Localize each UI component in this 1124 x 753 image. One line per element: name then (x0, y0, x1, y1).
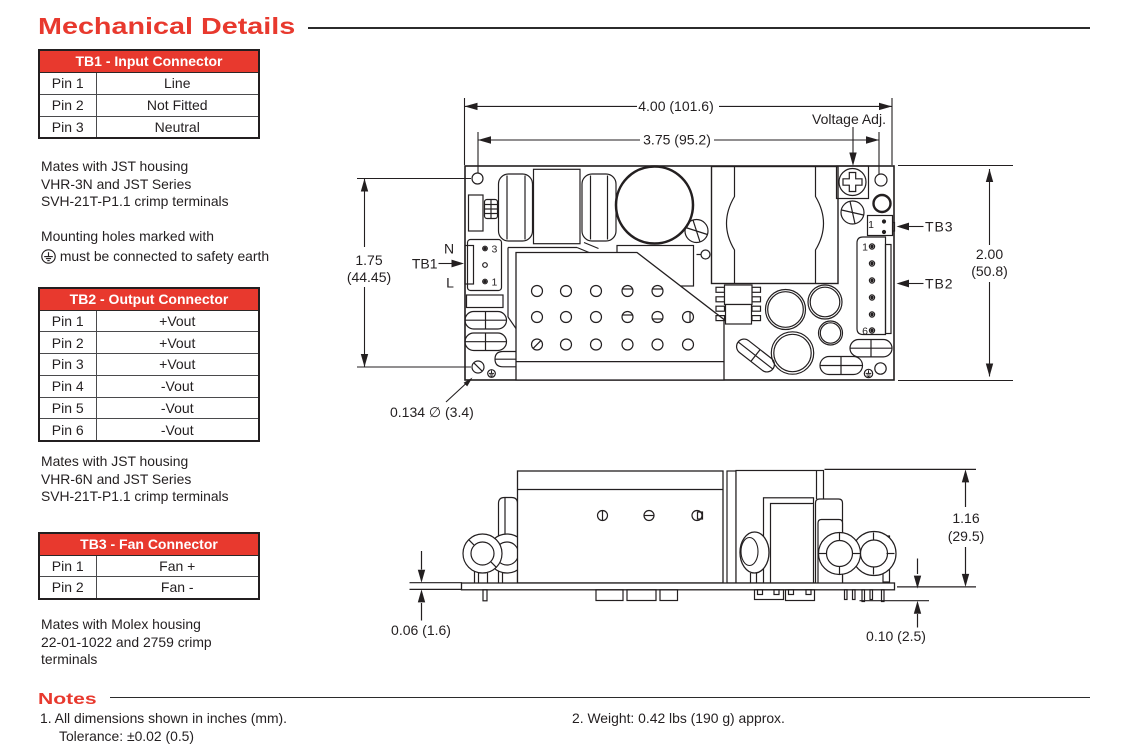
svg-text:(29.5): (29.5) (948, 528, 985, 544)
svg-text:1: 1 (492, 276, 498, 288)
svg-text:6: 6 (862, 326, 868, 338)
svg-text:L: L (446, 274, 454, 290)
svg-text:1: 1 (868, 219, 874, 231)
svg-text:3: 3 (492, 243, 498, 255)
svg-text:3.75 (95.2): 3.75 (95.2) (643, 132, 711, 148)
svg-text:TB3: TB3 (925, 218, 953, 234)
svg-text:Voltage Adj.: Voltage Adj. (812, 111, 886, 127)
svg-text:N: N (444, 240, 454, 256)
svg-text:2.00: 2.00 (976, 246, 1003, 262)
svg-text:4.00 (101.6): 4.00 (101.6) (638, 98, 714, 114)
svg-text:(44.45): (44.45) (347, 269, 391, 285)
svg-text:(50.8): (50.8) (971, 263, 1008, 279)
svg-text:0.134 ∅ (3.4): 0.134 ∅ (3.4) (390, 404, 474, 420)
svg-text:0.10 (2.5): 0.10 (2.5) (866, 628, 926, 644)
svg-text:TB2: TB2 (925, 275, 953, 291)
svg-text:1.16: 1.16 (952, 510, 979, 526)
svg-text:0.06 (1.6): 0.06 (1.6) (391, 622, 451, 638)
svg-text:1.75: 1.75 (355, 252, 382, 268)
svg-text:TB1: TB1 (412, 255, 438, 271)
svg-text:1: 1 (862, 242, 868, 254)
